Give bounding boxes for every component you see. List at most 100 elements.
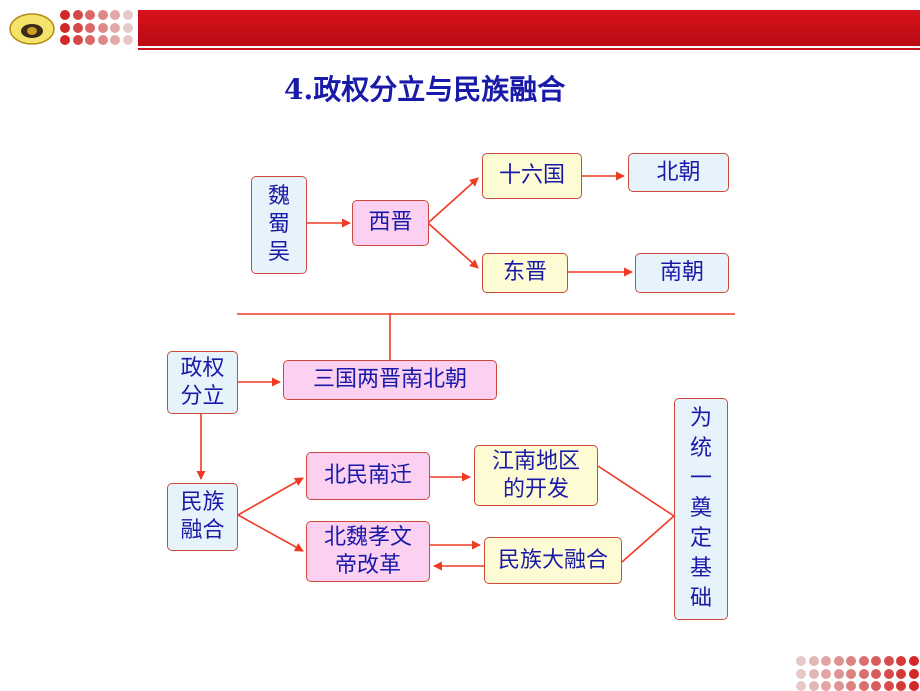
node-xiaowendi-line1: 北魏孝文 [323, 524, 412, 550]
decorative-dot [97, 35, 108, 45]
decorative-dot [72, 10, 83, 20]
node-beichao-label: 北朝 [656, 159, 701, 185]
node-nanchao-label: 南朝 [659, 260, 704, 285]
node-minzu: 民族 融合 [167, 483, 238, 551]
decorative-dot [896, 656, 906, 666]
decorative-dot [122, 35, 133, 45]
decorative-dot [871, 656, 881, 666]
node-xijin-label: 西晋 [368, 210, 413, 235]
decorative-dot [833, 656, 844, 666]
decorative-dot [821, 656, 831, 666]
decorative-dot [833, 681, 844, 691]
node-minzu-line2: 融合 [180, 518, 225, 543]
node-zhengquan: 政权 分立 [167, 351, 238, 414]
arrow-minzu-beimin [237, 477, 304, 516]
decorative-dot [110, 10, 120, 20]
node-tongyi: 为 统 一 奠 定 基 础 [674, 398, 728, 620]
decorative-dot [883, 668, 894, 679]
arrow-xijin-dongjin [427, 222, 479, 269]
decorative-dot [85, 22, 95, 33]
node-jiangnan-line1: 江南地区 [491, 448, 580, 474]
node-xijin: 西晋 [352, 200, 429, 246]
node-zhengquan-line2: 分立 [180, 383, 225, 409]
decorative-dot [871, 681, 881, 691]
decorative-dot [97, 10, 108, 20]
decorative-dot [110, 22, 120, 33]
decorative-dot [908, 656, 919, 666]
decorative-dot [808, 668, 819, 679]
header-banner-line [138, 48, 920, 50]
node-beichao: 北朝 [628, 153, 729, 192]
node-wei-shu-wu-line3: 吴 [267, 240, 290, 265]
decorative-dot [858, 668, 869, 679]
decorative-dot [110, 35, 120, 45]
decorative-dot [871, 668, 881, 679]
node-tongyi-char2: 统 [689, 436, 712, 461]
node-xiaowendi-line2: 帝改革 [334, 552, 401, 578]
decorative-dot [72, 35, 83, 45]
decorative-dot [896, 668, 906, 679]
header-banner [138, 10, 920, 46]
decorative-dot [833, 668, 844, 679]
node-wei-shu-wu-line2: 蜀 [267, 212, 290, 237]
decorative-dot [846, 668, 856, 679]
decorative-dot [908, 668, 919, 679]
page-title: 4.政权分立与民族融合 [284, 73, 566, 106]
node-beiminnanqian: 北民南迁 [306, 452, 430, 500]
node-dongjin-label: 东晋 [502, 260, 547, 285]
node-tongyi-char7: 础 [689, 586, 712, 611]
node-sanguo: 三国两晋南北朝 [283, 360, 497, 400]
decorative-dot [796, 668, 806, 679]
decorative-dot [808, 681, 819, 691]
decorative-dot [846, 681, 856, 691]
node-shiliuguo-label: 十六国 [498, 163, 565, 188]
decorative-dot [796, 681, 806, 691]
decorative-dot [808, 656, 819, 666]
decorative-dot [896, 681, 906, 691]
node-xiaowendi: 北魏孝文 帝改革 [306, 521, 430, 582]
decorative-dot [846, 656, 856, 666]
node-wei-shu-wu-line1: 魏 [267, 184, 290, 209]
logo-emblem [8, 12, 56, 46]
arrow-xijin-shiliuguo [427, 177, 479, 224]
node-tongyi-char1: 为 [689, 406, 712, 431]
node-jiangnan-line2: 的开发 [502, 476, 569, 502]
decorative-dot [858, 656, 869, 666]
decorative-dot [72, 22, 83, 33]
node-sanguo-label: 三国两晋南北朝 [312, 367, 467, 392]
node-beiminnanqian-label: 北民南迁 [323, 463, 412, 488]
decorative-dot [122, 10, 133, 20]
arrow-minzu-xiaowen [237, 514, 304, 552]
decorative-dots-top [60, 10, 136, 48]
node-tongyi-char4: 奠 [689, 496, 712, 521]
node-minzuda-label: 民族大融合 [497, 547, 608, 573]
decorative-dot [122, 22, 133, 33]
line-minzuda-tongyi [621, 515, 675, 563]
node-jiangnan: 江南地区 的开发 [474, 445, 598, 506]
node-tongyi-char5: 定 [689, 526, 712, 551]
node-zhengquan-line1: 政权 [180, 355, 225, 381]
node-minzuda: 民族大融合 [484, 537, 622, 584]
decorative-dot [883, 656, 894, 666]
node-tongyi-char3: 一 [689, 466, 712, 491]
decorative-dot [908, 681, 919, 691]
node-nanchao: 南朝 [635, 253, 729, 293]
decorative-dot [60, 10, 70, 20]
decorative-dot [60, 35, 70, 45]
decorative-dot [60, 22, 70, 33]
decorative-dot [97, 22, 108, 33]
node-minzu-line1: 民族 [180, 490, 225, 515]
node-shiliuguo: 十六国 [482, 153, 582, 199]
node-dongjin: 东晋 [482, 253, 568, 293]
decorative-dot [85, 10, 95, 20]
decorative-dot [858, 681, 869, 691]
node-tongyi-char6: 基 [689, 556, 712, 581]
decorative-dot [821, 668, 831, 679]
decorative-dot [85, 35, 95, 45]
decorative-dots-bottom [796, 656, 920, 691]
line-jiangnan-tongyi [597, 465, 675, 517]
decorative-dot [796, 656, 806, 666]
node-wei-shu-wu: 魏 蜀 吴 [251, 176, 307, 274]
decorative-dot [821, 681, 831, 691]
